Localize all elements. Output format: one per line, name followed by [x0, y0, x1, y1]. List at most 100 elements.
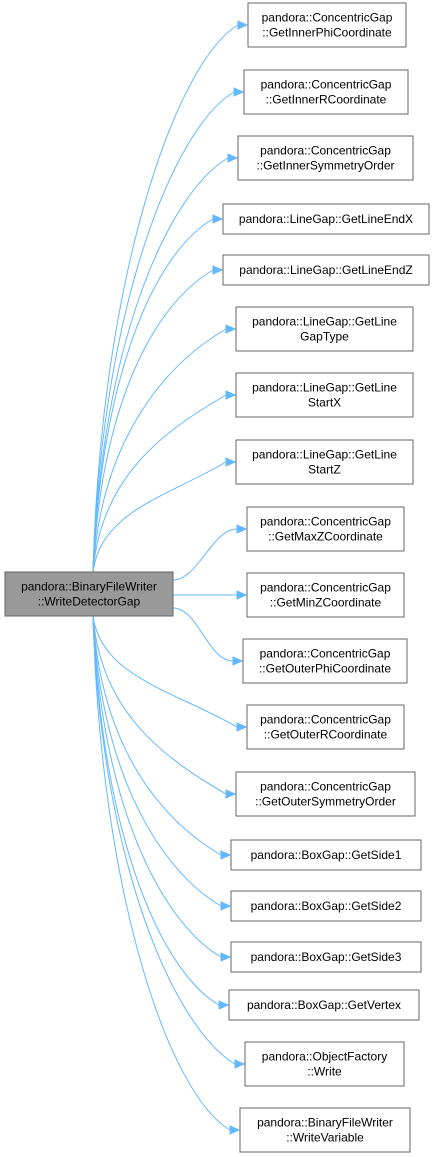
target-node-18-label: ::Write [307, 1065, 342, 1079]
source-node-write-detector-gap[interactable]: pandora::BinaryFileWriter::WriteDetector… [4, 571, 174, 617]
target-node-16-box [230, 941, 422, 973]
target-node-15[interactable]: pandora::BoxGap::GetSide2 [230, 890, 422, 922]
target-node-2-label: ::GetInnerRCoordinate [266, 93, 387, 107]
target-node-13[interactable]: pandora::ConcentricGap::GetOuterSymmetry… [235, 771, 416, 817]
edge-13 [92, 615, 227, 795]
target-node-14-box [230, 839, 422, 871]
target-node-14-label: pandora::BoxGap::GetSide1 [251, 848, 402, 862]
edge-arrowhead-4 [212, 214, 224, 224]
edge-arrowhead-15 [220, 901, 232, 911]
target-node-17[interactable]: pandora::BoxGap::GetVertex [228, 989, 420, 1021]
edge-arrowhead-12 [236, 722, 248, 732]
target-node-3[interactable]: pandora::ConcentricGap::GetInnerSymmetry… [237, 135, 414, 181]
edge-arrowhead-10 [236, 590, 248, 600]
target-node-15-label: pandora::BoxGap::GetSide2 [251, 899, 402, 913]
edge-arrowhead-8 [225, 457, 237, 467]
edge-15 [92, 615, 222, 907]
edge-1 [92, 24, 239, 573]
target-node-4[interactable]: pandora::LineGap::GetLineEndX [222, 203, 430, 235]
target-node-19-label: pandora::BinaryFileWriter [257, 1116, 393, 1130]
target-node-13-label: pandora::ConcentricGap [260, 780, 391, 794]
target-node-10-label: ::GetMinZCoordinate [270, 596, 382, 610]
edge-4 [92, 218, 214, 573]
target-node-6-box [235, 306, 414, 352]
target-node-11-label: ::GetOuterPhiCoordinate [259, 662, 391, 676]
target-node-14[interactable]: pandora::BoxGap::GetSide1 [230, 839, 422, 871]
target-node-10-box [246, 572, 405, 618]
edge-2 [92, 91, 235, 573]
target-node-18[interactable]: pandora::ObjectFactory::Write [244, 1041, 405, 1087]
edge-arrowhead-13 [225, 789, 237, 799]
target-node-18-label: pandora::ObjectFactory [262, 1050, 387, 1064]
edge-arrowhead-9 [236, 524, 248, 534]
target-node-17-box [228, 989, 420, 1021]
target-node-10[interactable]: pandora::ConcentricGap::GetMinZCoordinat… [246, 572, 405, 618]
target-node-17-label: pandora::BoxGap::GetVertex [247, 998, 401, 1012]
target-node-9[interactable]: pandora::ConcentricGap::GetMaxZCoordinat… [246, 506, 405, 552]
edge-arrowhead-11 [232, 656, 244, 666]
edge-arrowhead-16 [220, 952, 232, 962]
edge-8 [92, 461, 227, 573]
edge-3 [92, 157, 229, 573]
target-node-13-label: ::GetOuterSymmetryOrder [255, 795, 396, 809]
edge-9 [172, 528, 238, 581]
target-node-16-label: pandora::BoxGap::GetSide3 [251, 950, 402, 964]
edge-18 [92, 615, 236, 1065]
edge-6 [92, 328, 227, 573]
target-node-2-label: pandora::ConcentricGap [261, 78, 392, 92]
target-node-3-label: pandora::ConcentricGap [260, 144, 391, 158]
target-node-7-label: pandora::LineGap::GetLine [252, 381, 397, 395]
edge-arrowhead-14 [220, 850, 232, 860]
target-node-5[interactable]: pandora::LineGap::GetLineEndZ [222, 254, 430, 286]
source-node-write-detector-gap-label: ::WriteDetectorGap [38, 595, 141, 609]
edge-19 [92, 615, 231, 1131]
edge-arrowhead-7 [225, 390, 237, 400]
target-node-19-box [239, 1107, 411, 1153]
target-node-7-box [235, 372, 414, 418]
target-node-1-box [247, 2, 407, 48]
target-node-11[interactable]: pandora::ConcentricGap::GetOuterPhiCoord… [242, 638, 408, 684]
target-node-9-label: ::GetMaxZCoordinate [268, 530, 383, 544]
target-node-10-label: pandora::ConcentricGap [260, 581, 391, 595]
target-node-19-label: ::WriteVariable [286, 1131, 364, 1145]
edge-arrowhead-19 [229, 1125, 241, 1135]
target-node-15-box [230, 890, 422, 922]
target-node-2-box [243, 69, 409, 115]
edge-arrowhead-5 [212, 265, 224, 275]
source-node-write-detector-gap-label: pandora::BinaryFileWriter [21, 580, 157, 594]
edge-arrowhead-2 [233, 87, 245, 97]
edge-11 [172, 607, 234, 662]
target-node-1-label: pandora::ConcentricGap [262, 11, 393, 25]
edge-arrowhead-3 [227, 153, 239, 163]
target-node-8-box [235, 439, 414, 485]
edge-5 [92, 269, 214, 573]
edge-16 [92, 615, 222, 958]
edge-7 [92, 394, 227, 573]
edges-layer [92, 20, 249, 1135]
target-node-3-label: ::GetInnerSymmetryOrder [256, 159, 394, 173]
target-node-9-label: pandora::ConcentricGap [260, 515, 391, 529]
edge-14 [92, 615, 222, 856]
target-node-5-box [222, 254, 430, 286]
target-node-2[interactable]: pandora::ConcentricGap::GetInnerRCoordin… [243, 69, 409, 115]
target-node-1-label: ::GetInnerPhiCoordinate [262, 26, 392, 40]
target-node-19[interactable]: pandora::BinaryFileWriter::WriteVariable [239, 1107, 411, 1153]
target-node-16[interactable]: pandora::BoxGap::GetSide3 [230, 941, 422, 973]
target-node-1[interactable]: pandora::ConcentricGap::GetInnerPhiCoord… [247, 2, 407, 48]
target-node-9-box [246, 506, 405, 552]
edge-arrowhead-1 [237, 20, 249, 30]
edge-arrowhead-17 [218, 1000, 230, 1010]
target-node-12[interactable]: pandora::ConcentricGap::GetOuterRCoordin… [246, 704, 405, 750]
target-node-6-label: pandora::LineGap::GetLine [252, 315, 397, 329]
target-node-6-label: GapType [300, 330, 349, 344]
target-node-11-box [242, 638, 408, 684]
target-node-13-box [235, 771, 416, 817]
source-node-write-detector-gap-box [4, 571, 174, 617]
edge-arrowhead-18 [234, 1059, 246, 1069]
target-node-12-box [246, 704, 405, 750]
edge-17 [92, 615, 220, 1006]
